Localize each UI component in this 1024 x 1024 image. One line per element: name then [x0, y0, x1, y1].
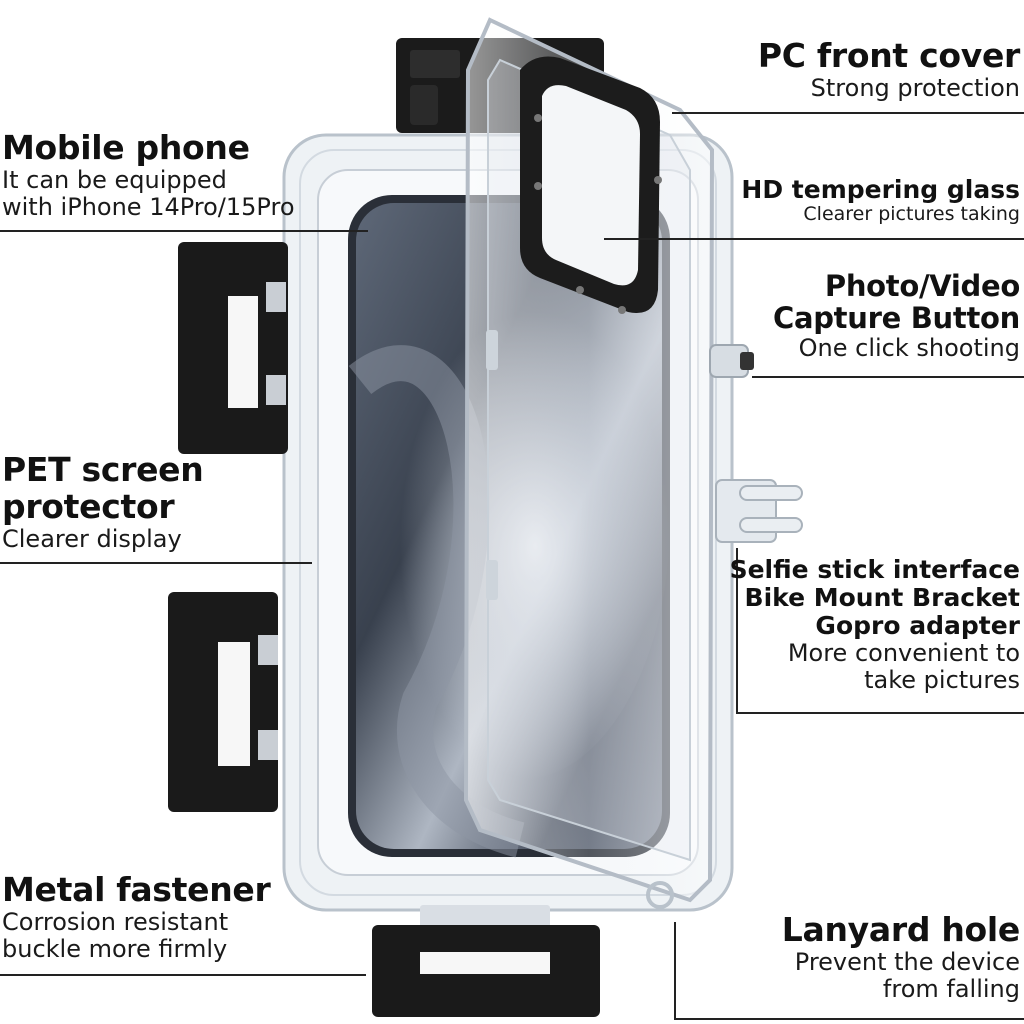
label-lanyard-hole: Lanyard hole Prevent the device from fal… — [781, 910, 1021, 1003]
label-subtitle: take pictures — [864, 665, 1020, 694]
label-title: Lanyard hole — [781, 910, 1021, 949]
label-title: PET screen — [2, 450, 204, 489]
label-title: Gopro adapter — [815, 611, 1020, 640]
bottom-latch-clip — [372, 905, 600, 1017]
label-capture-button: Photo/Video Capture Button One click sho… — [773, 270, 1020, 362]
label-pet-protector: PET screen protector Clearer display — [2, 450, 204, 553]
label-title: protector — [2, 486, 175, 526]
label-subtitle: from falling — [882, 974, 1020, 1003]
leader-line-pc-front-cover — [672, 112, 1024, 114]
label-metal-fastener: Metal fastener Corrosion resistant buckl… — [2, 870, 271, 963]
label-hd-glass: HD tempering glass Clearer pictures taki… — [741, 176, 1020, 225]
label-subtitle: with iPhone 14Pro/15Pro — [2, 192, 295, 221]
label-subtitle: Prevent the device — [794, 947, 1020, 976]
label-title: HD tempering glass — [741, 175, 1020, 204]
gopro-adapter-image — [715, 479, 803, 543]
label-subtitle: More convenient to — [787, 639, 1020, 667]
left-latch-clip-bottom — [168, 592, 278, 812]
label-subtitle: One click shooting — [798, 333, 1020, 362]
leader-line-mobile-phone — [0, 230, 368, 232]
label-title: PC front cover — [757, 36, 1020, 75]
leader-line-capture-button — [752, 376, 1024, 378]
label-selfie-stick: Selfie stick interface Bike Mount Bracke… — [730, 556, 1020, 694]
leader-line-metal-fastener — [0, 974, 366, 976]
leader-line-selfie-horizontal — [736, 712, 1024, 714]
label-title: Capture Button — [772, 301, 1020, 336]
leader-line-lanyard-horizontal — [674, 1018, 1024, 1020]
label-subtitle: Clearer pictures taking — [803, 203, 1020, 225]
leader-line-lanyard-vertical — [674, 922, 676, 1020]
label-subtitle: Strong protection — [810, 73, 1020, 102]
left-latch-clip-top — [178, 242, 288, 454]
label-title: Bike Mount Bracket — [744, 583, 1020, 612]
leader-line-hd-glass — [604, 238, 1024, 240]
label-title: Photo/Video — [824, 269, 1020, 303]
label-title: Mobile phone — [2, 128, 250, 167]
label-subtitle: buckle more firmly — [2, 934, 228, 963]
label-title: Metal fastener — [2, 870, 271, 909]
label-pc-front-cover: PC front cover Strong protection — [757, 36, 1020, 102]
lens-frame-image — [520, 56, 662, 314]
label-subtitle: It can be equipped — [2, 165, 227, 194]
capture-button-image — [709, 344, 754, 378]
label-title: Selfie stick interface — [729, 555, 1020, 584]
label-mobile-phone: Mobile phone It can be equipped with iPh… — [2, 128, 295, 221]
leader-line-selfie-vertical — [736, 548, 738, 714]
leader-line-pet-protector — [0, 562, 312, 564]
front-cover — [463, 17, 715, 903]
lanyard-hole-image — [646, 881, 674, 909]
label-subtitle: Clearer display — [2, 524, 182, 553]
label-subtitle: Corrosion resistant — [2, 907, 229, 936]
